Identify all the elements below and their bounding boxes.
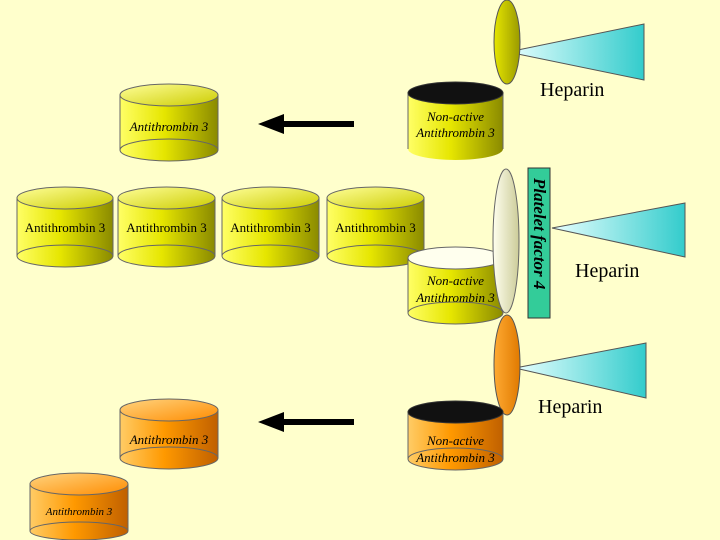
chain-label-2: Antithrombin 3 xyxy=(126,220,207,235)
antithrombin-chain-cylinder-4: Antithrombin 3 xyxy=(326,186,425,268)
inactive-label-1-line2: Antithrombin 3 xyxy=(415,125,495,140)
inactive-label-3-line2: Antithrombin 3 xyxy=(415,450,495,465)
antithrombin-chain-cylinder-3: Antithrombin 3 xyxy=(221,186,320,268)
chain-label-4: Antithrombin 3 xyxy=(335,220,416,235)
inactive-label-2-line1: Non-active xyxy=(426,273,484,288)
active-label-3: Antithrombin 3 xyxy=(129,432,209,447)
extra-antithrombin-cylinder: Antithrombin 3 xyxy=(29,472,129,540)
binding-site-ellipse-1 xyxy=(493,0,521,85)
conversion-arrow-3 xyxy=(258,412,354,432)
inactive-antithrombin-cylinder-3: Non-active Antithrombin 3 xyxy=(407,400,504,471)
antithrombin-chain-cylinder-2: Antithrombin 3 xyxy=(117,186,216,268)
inactive-antithrombin-cylinder-2: Non-active Antithrombin 3 xyxy=(407,246,504,325)
platelet-factor-4-bar: Platelet factor 4 xyxy=(527,167,551,319)
inactive-label-3-line1: Non-active xyxy=(426,433,484,448)
conversion-arrow-1 xyxy=(258,114,354,134)
active-antithrombin-cylinder-1: Antithrombin 3 xyxy=(119,83,219,162)
antithrombin-chain-cylinder-1: Antithrombin 3 xyxy=(16,186,114,268)
heparin-label-1: Heparin xyxy=(540,79,604,101)
platelet-factor-label: Platelet factor 4 xyxy=(530,177,549,289)
heparin-label-2: Heparin xyxy=(575,260,639,282)
heparin-label-3: Heparin xyxy=(538,396,602,418)
binding-site-ellipse-3 xyxy=(493,314,521,416)
inactive-label-2-line2: Antithrombin 3 xyxy=(415,290,495,305)
heparin-wedge-1 xyxy=(507,23,645,81)
active-label-1: Antithrombin 3 xyxy=(129,119,209,134)
inactive-label-1-line1: Non-active xyxy=(426,109,484,124)
chain-label-3: Antithrombin 3 xyxy=(230,220,311,235)
inactive-antithrombin-cylinder-1: Non-active Antithrombin 3 xyxy=(407,81,504,160)
heparin-wedge-2 xyxy=(551,202,686,258)
chain-label-1: Antithrombin 3 xyxy=(25,220,106,235)
extra-label: Antithrombin 3 xyxy=(45,506,113,518)
heparin-wedge-3 xyxy=(514,342,647,399)
binding-site-ellipse-2 xyxy=(492,168,520,314)
active-antithrombin-cylinder-3: Antithrombin 3 xyxy=(119,398,219,470)
